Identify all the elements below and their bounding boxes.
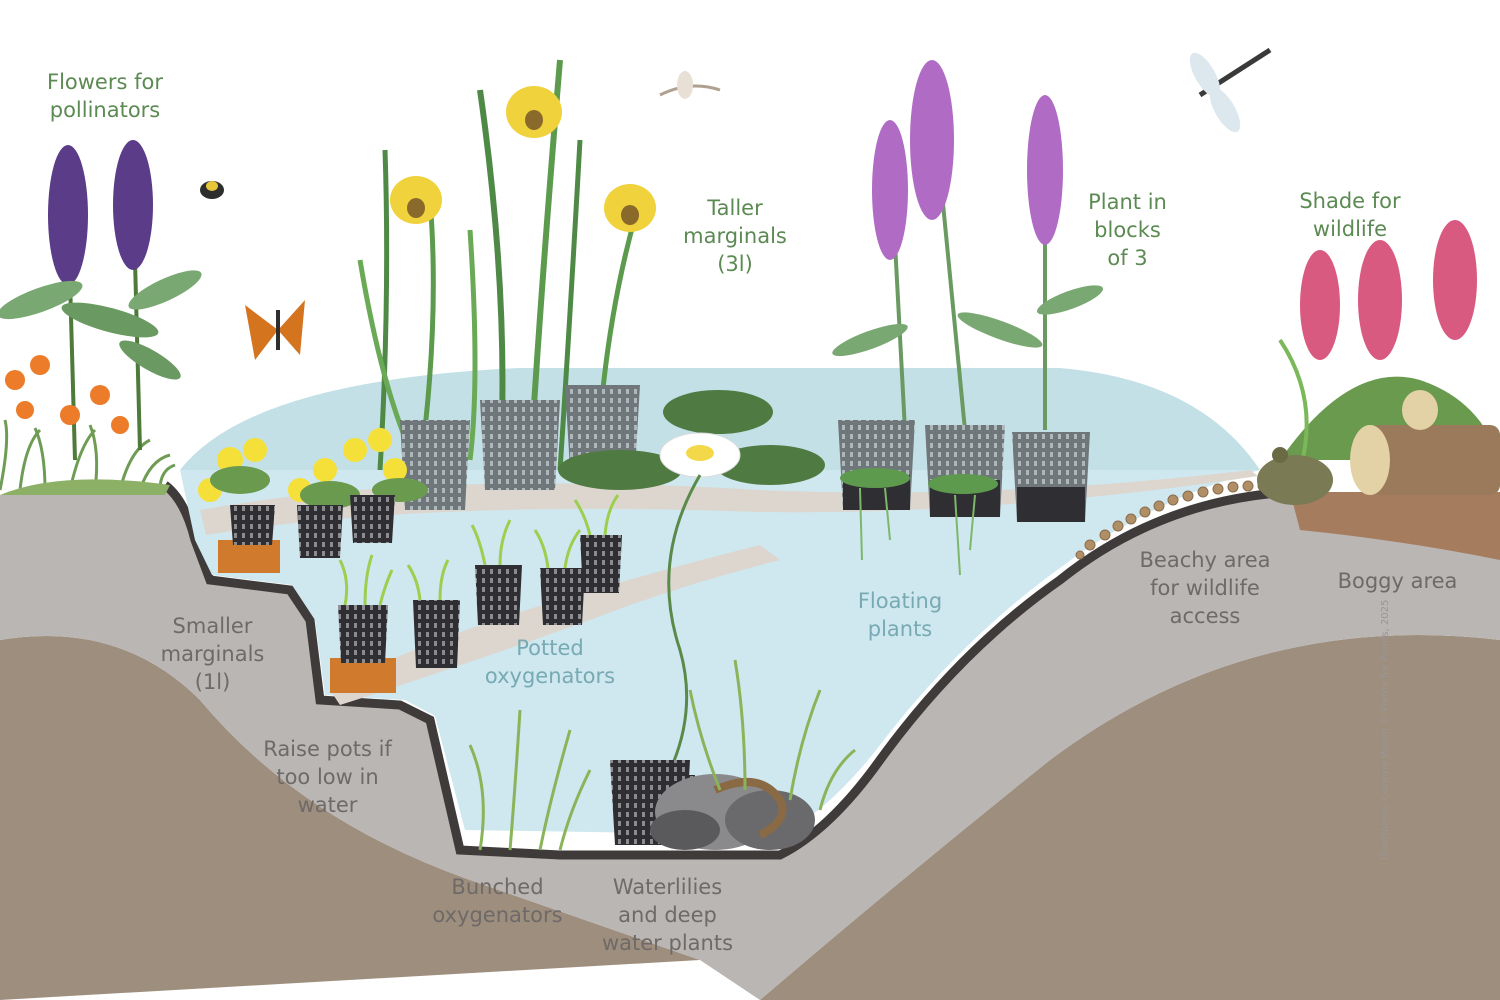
rocks [650,774,815,850]
label-smaller-marginals: Smaller marginals (1l) [160,614,265,694]
label-taller-marginals: Taller marginals (3l) [683,196,787,276]
logs [1350,390,1500,495]
label-waterlilies: Waterlilies and deep water plants [601,875,734,955]
bunched-oxygenators [468,659,856,851]
label-plant-in-blocks: Plant in blocks of 3 [1088,190,1167,270]
purple-loosestrife [832,60,1104,431]
orange-flowers [5,355,129,434]
bog-soil [1290,492,1500,560]
marigold-leaves [210,466,428,509]
liner-edge [162,481,1291,860]
floating-plants [840,468,998,576]
label-raise-pots: Raise pots if too low in water [263,737,392,817]
oxygenator-foliage [338,494,620,606]
soil-left [0,636,700,1000]
label-bunched-oxygenators: Bunched oxygenators [432,875,563,927]
beach-pebbles [1075,480,1269,560]
label-shade-for-wildlife: Shade for wildlife [1299,189,1401,241]
mayfly-icon [659,71,721,99]
label-flowers-for-pollinators: Flowers for pollinators [47,70,163,122]
newt [713,778,787,839]
bee-icon [200,181,224,199]
iris-plants [357,59,656,471]
label-potted-oxygenators: Potted oxygenators [484,636,616,688]
smaller-marginal-pots [218,495,395,573]
dragonfly-icon [1189,47,1272,133]
pond-water [180,470,1260,835]
label-boggy-area: Boggy area [1337,569,1458,593]
pond-liner [0,485,1500,1000]
lupin-flowers [0,140,202,461]
label-beachy-area: Beachy area for wildlife access [1139,548,1271,628]
potted-oxygenators [330,535,622,693]
soil-right [760,635,1500,1000]
grass-mound [0,479,170,495]
illustration-credit: Illustration: Corinne Welch © Plants for… [1380,599,1391,860]
butterfly-icon [245,300,305,360]
frog [1257,447,1333,505]
label-floating-plants: Floating plants [857,589,943,641]
